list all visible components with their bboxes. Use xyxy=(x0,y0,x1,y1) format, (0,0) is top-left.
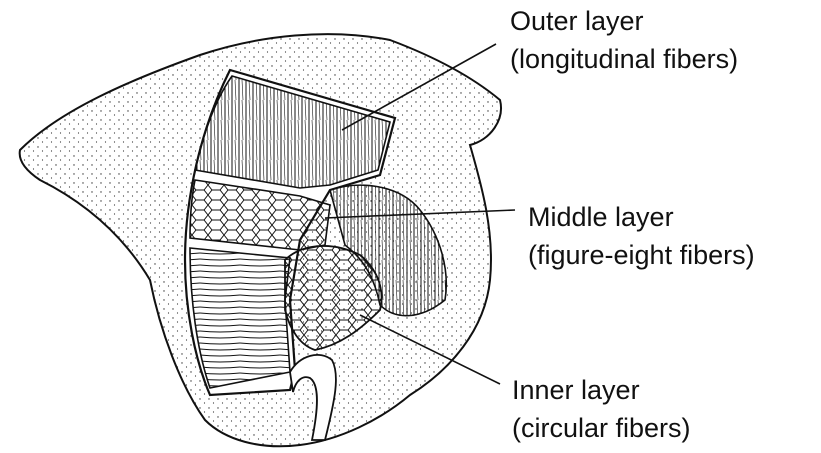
middle-layer-label-line2: (figure-eight fibers) xyxy=(528,240,755,270)
inner-layer-band xyxy=(190,248,290,388)
outer-layer-label-line1: Outer layer xyxy=(510,6,644,36)
middle-layer-label-line1: Middle layer xyxy=(528,202,674,232)
outer-layer-label-line2: (longitudinal fibers) xyxy=(510,44,738,74)
inner-layer-label-line2: (circular fibers) xyxy=(512,413,691,443)
inner-layer-label-line1: Inner layer xyxy=(512,375,640,405)
